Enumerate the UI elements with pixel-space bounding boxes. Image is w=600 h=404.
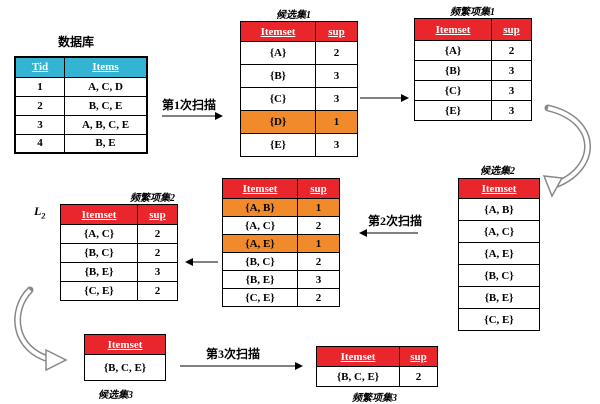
l2-label: L2 <box>34 204 46 221</box>
c1-cell: 3 <box>315 133 358 157</box>
l2-cell: 2 <box>137 243 178 263</box>
c1-cell: 3 <box>315 64 358 88</box>
c2c-cell-highlighted: 1 <box>297 234 340 253</box>
l3-cell: 2 <box>399 366 438 387</box>
c1-cell: {B} <box>240 64 316 88</box>
c2-cell: {B, C} <box>458 264 540 287</box>
l1-cell: {A} <box>414 40 492 61</box>
db-cell: A, B, C, E <box>64 114 148 135</box>
c3-title: 候选集3 <box>98 390 133 401</box>
db-cell: 3 <box>14 114 65 135</box>
c1-header-itemset: Itemset <box>240 21 316 42</box>
l1-cell: 2 <box>491 40 532 61</box>
l2-cell: {A, C} <box>60 224 138 244</box>
c2c-cell-highlighted: 1 <box>297 198 340 217</box>
c2c-cell: {A, C} <box>222 216 298 235</box>
l2-label-subscript: 2 <box>41 211 46 221</box>
c2c-cell: 2 <box>297 216 340 235</box>
db-header-tid: Tid <box>14 56 65 78</box>
c2c-header-itemset: Itemset <box>222 178 298 199</box>
scan3-label: 第3次扫描 <box>206 347 261 361</box>
c2-cell: {A, B} <box>458 198 540 221</box>
l1-cell: {B} <box>414 60 492 81</box>
l2-cell: {B, E} <box>60 262 138 282</box>
c3-table: Itemset {B, C, E} <box>84 334 166 381</box>
l1-cell: 3 <box>491 100 532 121</box>
curved-arrowhead-l1-to-c2 <box>542 175 564 198</box>
l2-table: Itemset sup {A, C}2 {B, C}2 {B, E}3 {C, … <box>60 204 178 301</box>
c3-cell: {B, C, E} <box>84 354 166 381</box>
db-header-items: Items <box>64 56 148 78</box>
database-title: 数据库 <box>58 35 95 49</box>
c3-header-itemset: Itemset <box>84 334 166 355</box>
l2-header-sup: sup <box>137 204 178 225</box>
l2-cell: 3 <box>137 262 178 282</box>
c1-cell: {E} <box>240 133 316 157</box>
l2-cell: 2 <box>137 281 178 301</box>
c2c-cell-highlighted: {A, E} <box>222 234 298 253</box>
c2c-cell: {C, E} <box>222 288 298 307</box>
l2-cell: {C, E} <box>60 281 138 301</box>
l2-cell: {B, C} <box>60 243 138 263</box>
db-cell: B, E <box>64 133 148 154</box>
l3-header-itemset: Itemset <box>316 346 400 367</box>
scan1-label: 第1次扫描 <box>162 98 217 112</box>
c2c-cell: 3 <box>297 270 340 289</box>
l3-cell: {B, C, E} <box>316 366 400 387</box>
l3-header-sup: sup <box>399 346 438 367</box>
curved-arrow-l1-to-c2 <box>544 104 591 190</box>
db-cell: 2 <box>14 95 65 116</box>
db-cell: B, C, E <box>64 95 148 116</box>
c2c-cell: {B, C} <box>222 252 298 271</box>
c2c-cell: 2 <box>297 252 340 271</box>
c1-cell: {A} <box>240 41 316 65</box>
c1-header-sup: sup <box>315 21 358 42</box>
l2-header-itemset: Itemset <box>60 204 138 225</box>
l1-cell: {C} <box>414 80 492 101</box>
l2-cell: 2 <box>137 224 178 244</box>
c2c-cell-highlighted: {A, B} <box>222 198 298 217</box>
l1-table: Itemset sup {A}2 {B}3 {C}3 {E}3 <box>414 18 532 121</box>
scan2-label: 第2次扫描 <box>368 214 423 228</box>
c1-table: Itemset sup {A}2 {B}3 {C}3 {D}1 {E}3 <box>240 21 358 157</box>
c2-cell: {A, E} <box>458 242 540 265</box>
l1-cell: {E} <box>414 100 492 121</box>
db-cell: 1 <box>14 76 65 97</box>
c1-title: 候选集1 <box>276 10 311 21</box>
l1-cell: 3 <box>491 80 532 101</box>
c2-cell: {A, C} <box>458 220 540 243</box>
db-cell: 4 <box>14 133 65 154</box>
c2-counted-table: Itemset sup {A, B}1 {A, C}2 {A, E}1 {B, … <box>222 178 340 307</box>
c2-table: Itemset {A, B} {A, C} {A, E} {B, C} {B, … <box>458 178 540 331</box>
l2-title: 频繁项集2 <box>130 193 175 204</box>
c2-cell: {C, E} <box>458 308 540 331</box>
l1-header-sup: sup <box>491 18 532 41</box>
c1-cell: 3 <box>315 87 358 111</box>
db-cell: A, C, D <box>64 76 148 97</box>
l1-cell: 3 <box>491 60 532 81</box>
c1-cell: {C} <box>240 87 316 111</box>
l3-table: Itemset sup {B, C, E}2 <box>316 346 438 387</box>
l1-header-itemset: Itemset <box>414 18 492 41</box>
c1-cell: 2 <box>315 41 358 65</box>
c1-cell-highlighted: {D} <box>240 110 316 134</box>
c2-cell: {B, E} <box>458 286 540 309</box>
l1-title: 频繁项集1 <box>450 7 495 18</box>
c1-cell-highlighted: 1 <box>315 110 358 134</box>
c2c-header-sup: sup <box>297 178 340 199</box>
l3-title: 频繁项集3 <box>352 393 397 404</box>
c2-header-itemset: Itemset <box>458 178 540 199</box>
curved-arrowhead-l2-to-c3 <box>45 348 68 372</box>
c2c-cell: {B, E} <box>222 270 298 289</box>
c2c-cell: 2 <box>297 288 340 307</box>
c2-title: 候选集2 <box>480 166 515 177</box>
